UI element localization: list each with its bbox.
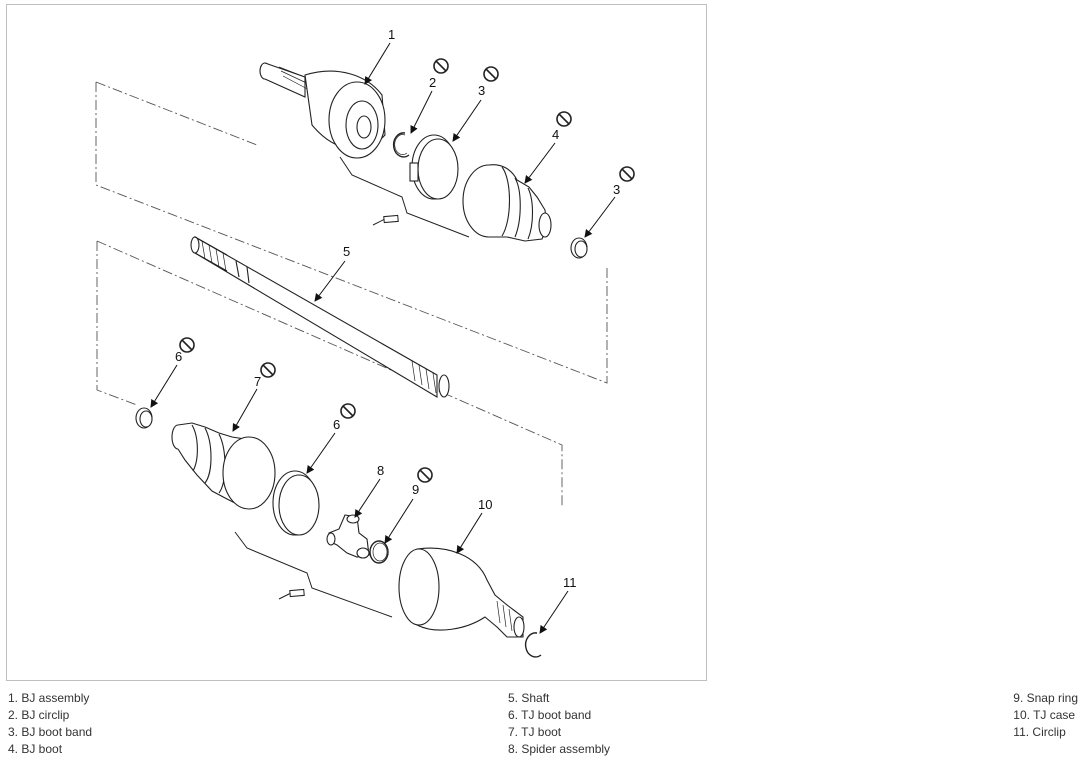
tj-case <box>398 547 525 638</box>
legend-column-3: 9. Snap ring 10. TJ case 11. Circlip <box>1013 690 1078 741</box>
spider-assembly <box>326 514 370 559</box>
legend-column-1: 1. BJ assembly 2. BJ circlip 3. BJ boot … <box>8 690 92 758</box>
bj-boot-band-upper <box>409 134 459 200</box>
prohibited-icon <box>340 403 356 419</box>
prohibited-icon <box>619 166 635 182</box>
callout-6-small: 6 <box>175 349 182 364</box>
prohibited-icon <box>260 362 276 378</box>
callout-1: 1 <box>388 27 395 42</box>
callout-3-small: 3 <box>613 182 620 197</box>
prohibited-icon <box>483 66 499 82</box>
leader-lines <box>150 42 616 634</box>
tj-boot-band-small <box>135 407 153 429</box>
callout-5: 5 <box>343 244 350 259</box>
bj-boot-band-small <box>570 237 588 259</box>
exploded-diagram-frame: 1 2 3 4 3 5 6 7 6 8 9 10 11 <box>6 4 707 681</box>
legend-item: 1. BJ assembly <box>8 691 90 705</box>
bj-boot <box>462 164 552 242</box>
callout-11: 11 <box>563 575 577 590</box>
callout-6-large: 6 <box>333 417 340 432</box>
prohibited-icon <box>556 111 572 127</box>
assembly-guide-lines <box>95 81 608 507</box>
snap-ring <box>369 540 389 564</box>
prohibited-icon <box>417 467 433 483</box>
legend-item: 11. Circlip <box>1013 725 1066 739</box>
callout-10: 10 <box>478 497 492 512</box>
legend-column-2: 5. Shaft 6. TJ boot band 7. TJ boot 8. S… <box>508 690 610 758</box>
circlip <box>524 632 542 658</box>
legend-item: 5. Shaft <box>508 691 550 705</box>
bj-circlip <box>392 132 410 158</box>
legend-item: 9. Snap ring <box>1013 691 1078 705</box>
legend-item: 3. BJ boot band <box>8 725 93 739</box>
legend-item: 8. Spider assembly <box>508 742 611 756</box>
bj-assembly <box>259 62 386 159</box>
legend-item: 10. TJ case <box>1013 708 1076 722</box>
shaft <box>190 236 450 398</box>
grease-tube-icon <box>278 588 305 600</box>
legend-item: 6. TJ boot band <box>508 708 592 722</box>
callout-3-upper: 3 <box>478 83 485 98</box>
boot-kit-bracket-lower <box>234 531 393 618</box>
boot-kit-bracket-upper <box>339 156 470 238</box>
legend-item: 4. BJ boot <box>8 742 63 756</box>
callout-4: 4 <box>552 127 559 142</box>
legend-item: 2. BJ circlip <box>8 708 70 722</box>
grease-tube-icon <box>372 214 399 226</box>
tj-boot <box>171 422 276 510</box>
callout-2: 2 <box>429 75 436 90</box>
legend-item: 7. TJ boot <box>508 725 562 739</box>
callout-8: 8 <box>377 463 384 478</box>
tj-boot-band-large <box>272 470 320 536</box>
callout-7: 7 <box>254 374 261 389</box>
prohibited-icon <box>433 58 449 74</box>
callout-9: 9 <box>412 482 419 497</box>
prohibited-icon <box>179 337 195 353</box>
drive-shaft-exploded-diagram: 1 2 3 4 3 5 6 7 6 8 9 10 11 <box>95 27 635 658</box>
